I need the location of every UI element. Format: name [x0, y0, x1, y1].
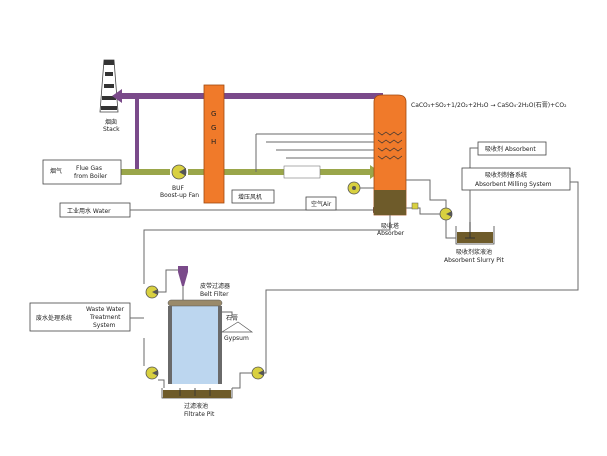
- ww-label-en-1: Waste Water: [86, 306, 125, 313]
- ggh-letter-2: G: [211, 124, 216, 132]
- absorbent-milling-box: [461, 167, 571, 191]
- ww-label-en-3: System: [93, 322, 116, 329]
- gypsum-pump-icon: [145, 285, 159, 299]
- booster-fan-icon: [171, 164, 187, 180]
- absorbent-slurry-pit: [455, 222, 495, 245]
- ww-label-en-2: Treatment: [89, 314, 121, 321]
- flue-gas-label-en-2: from Boiler: [74, 173, 108, 180]
- oxidation-blower-icon: [347, 181, 361, 195]
- filtrate-pit-label-en: Filtrate Pit: [184, 411, 215, 418]
- waste-water-pump-icon: [145, 366, 159, 380]
- milling-label-en: Absorbent Milling System: [475, 181, 552, 188]
- hydrocyclone-icon: [178, 266, 188, 286]
- waste-water-box: [29, 302, 131, 332]
- slurry-pit-label-en: Absorbent Slurry Pit: [444, 257, 504, 264]
- absorber-tower: [373, 94, 407, 216]
- slurry-pump-icon: [439, 207, 453, 221]
- stack-label-en: Stack: [103, 126, 120, 133]
- buf-label-en: Boost-up Fan: [160, 192, 199, 199]
- gypsum-pile-icon: [220, 321, 254, 333]
- belt-filter-label-cn: 皮带过滤器: [200, 282, 230, 290]
- belt-filter: [167, 299, 223, 384]
- flue-gas-from-boiler-box: [42, 159, 122, 185]
- ggh-heat-exchanger: [203, 84, 225, 204]
- fan-label-cn: 增压风机: [238, 193, 262, 201]
- clean-flue-gas-duct: [112, 89, 383, 172]
- belt-filter-label-en: Belt Filter: [200, 291, 229, 298]
- process-water-label: 工业用水 Water: [67, 207, 111, 215]
- milling-label-cn: 吸收剂制备系统: [485, 171, 527, 179]
- air-box: [305, 196, 337, 211]
- slurry-pit-label-cn: 吸收剂浆液池: [456, 248, 492, 256]
- gypsum-label-en: Gypsum: [224, 335, 249, 342]
- fan-label-box: [231, 189, 275, 204]
- absorber-label-en: Absorber: [377, 230, 405, 237]
- raw-flue-gas-duct: [121, 165, 380, 179]
- buf-label: BUF: [172, 185, 185, 192]
- ggh-letter-3: H: [211, 138, 216, 146]
- filtrate-pit-label-cn: 过滤液池: [184, 402, 208, 410]
- filtrate-pump-icon: [251, 366, 265, 380]
- flue-gas-label-cn: 烟气: [50, 167, 62, 175]
- stack: [99, 59, 119, 113]
- filtrate-pit: [161, 388, 233, 399]
- air-label: 空气Air: [311, 200, 332, 208]
- ggh-letter-1: G: [211, 110, 216, 118]
- reaction-equation: CaCO₃+SO₂+1/2O₂+2H₂O → CaSO₄·2H₂O(石膏)+CO…: [411, 101, 567, 109]
- absorbent-label: 吸收剂 Absorbent: [485, 145, 536, 153]
- flue-gas-label-en-1: Flue Gas: [76, 165, 102, 172]
- stack-label-cn: 烟囱: [105, 118, 117, 126]
- gypsum-label-cn: 石膏: [226, 314, 238, 322]
- ww-label-cn: 废水处理系统: [36, 314, 72, 322]
